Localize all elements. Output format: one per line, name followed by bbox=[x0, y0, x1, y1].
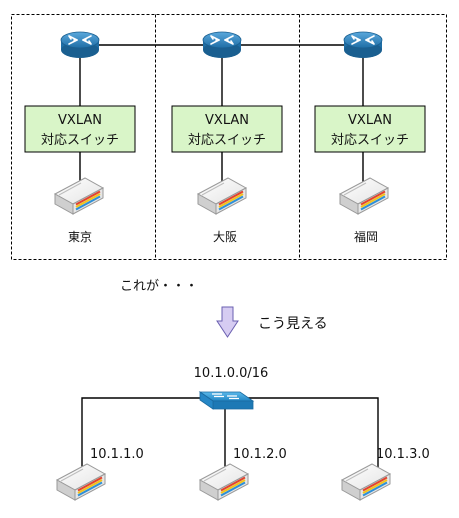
site-name: 大阪 bbox=[213, 230, 237, 244]
vxlan-switch-label-line1: VXLAN bbox=[205, 113, 249, 128]
vxlan-switch-label-line1: VXLAN bbox=[348, 113, 392, 128]
site-boxes bbox=[11, 14, 447, 260]
caption-arrow: こう見える bbox=[258, 316, 328, 332]
caption-top: これが・・・ bbox=[120, 279, 198, 294]
overall-dashed-border bbox=[11, 14, 447, 260]
network-label: 10.1.0.0/16 bbox=[194, 366, 269, 381]
down-arrow-icon bbox=[216, 306, 239, 338]
site-osaka: VXLAN 対応スイッチ 大阪 bbox=[171, 31, 283, 244]
router-icon bbox=[60, 31, 100, 59]
server-icon bbox=[54, 177, 104, 215]
router-icon bbox=[343, 31, 383, 59]
server-icon bbox=[339, 177, 389, 215]
router-icon bbox=[202, 31, 242, 59]
vxlan-switch-label-line2: 対応スイッチ bbox=[188, 133, 266, 148]
vxlan-switch-label-line1: VXLAN bbox=[58, 113, 102, 128]
server-icon bbox=[199, 463, 249, 501]
site-tokyo: VXLAN 対応スイッチ 東京 bbox=[24, 31, 136, 244]
l2-switch-icon bbox=[198, 391, 255, 410]
subnet-label: 10.1.1.0 bbox=[90, 447, 144, 462]
server-icon bbox=[341, 463, 391, 501]
server-icon bbox=[56, 463, 106, 501]
vxlan-switch-box bbox=[24, 105, 136, 153]
vxlan-switch-box bbox=[314, 105, 426, 153]
site-name: 東京 bbox=[68, 230, 92, 244]
site-fukuoka: VXLAN 対応スイッチ 福岡 bbox=[314, 31, 426, 244]
server-icon bbox=[197, 177, 247, 215]
subnet-label: 10.1.3.0 bbox=[376, 447, 430, 462]
site-name: 福岡 bbox=[354, 229, 378, 244]
vxlan-switch-label-line2: 対応スイッチ bbox=[41, 133, 119, 148]
vxlan-switch-label-line2: 対応スイッチ bbox=[331, 133, 409, 148]
subnet-label: 10.1.2.0 bbox=[233, 447, 287, 462]
vxlan-switch-box bbox=[171, 105, 283, 153]
